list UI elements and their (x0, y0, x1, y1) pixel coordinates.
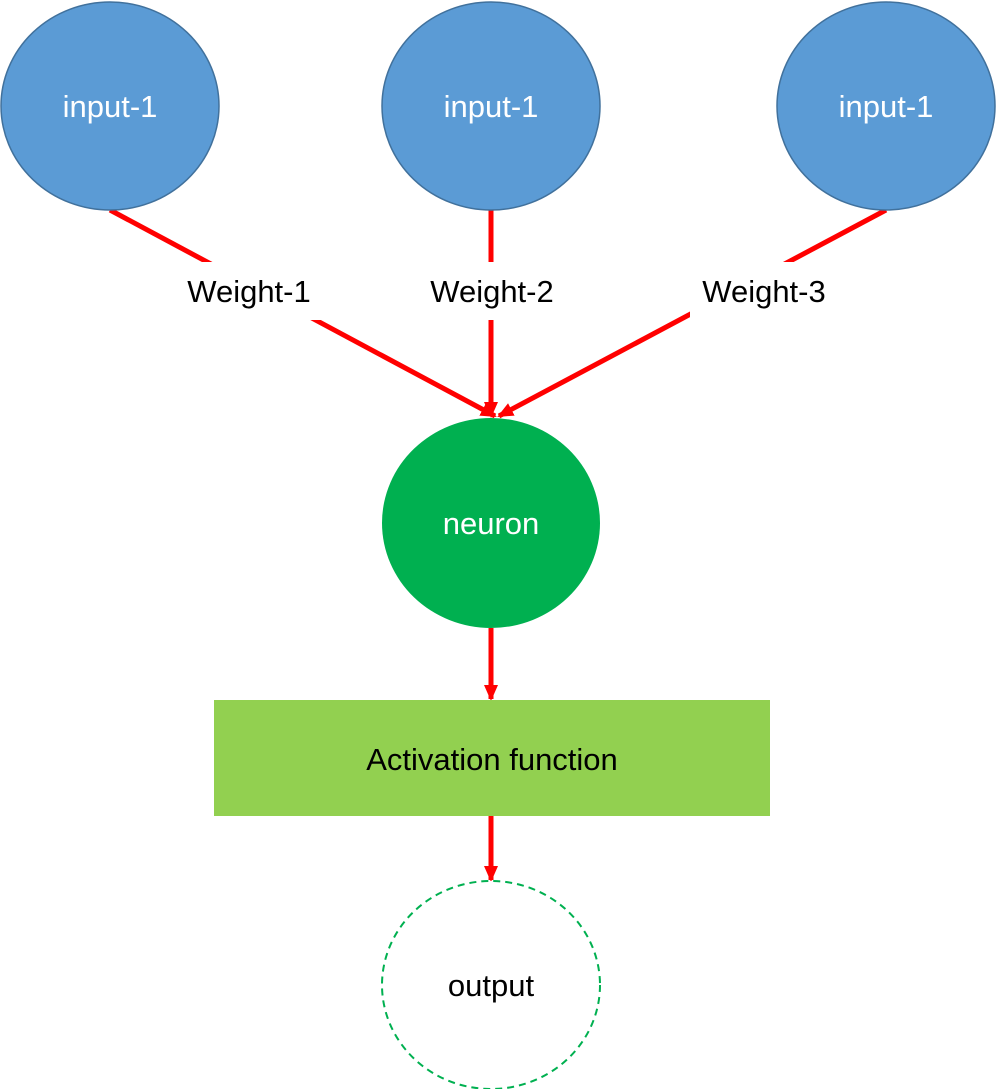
weight-3-label-bg (690, 262, 838, 320)
weight-1-label-bg (175, 262, 323, 320)
input-node-2[interactable]: input-1 (381, 1, 601, 211)
weight-2-label: Weight-2 (430, 274, 554, 309)
activation-function-box[interactable]: Activation function (214, 700, 770, 816)
input-node-2-circle (381, 1, 601, 211)
neuron-label: neuron (443, 506, 540, 541)
input-node-1-label: input-1 (63, 89, 158, 124)
input-node-3-circle (776, 1, 996, 211)
weight-labels: Weight-1 Weight-2 Weight-3 (175, 262, 838, 320)
input-nodes: input-1 input-1 input-1 (0, 1, 996, 211)
output-node[interactable]: output (381, 880, 601, 1089)
output-circle (381, 880, 601, 1089)
neuron-node[interactable]: neuron (382, 418, 600, 628)
output-label: output (448, 968, 535, 1003)
weight-2-label-bg (418, 262, 566, 320)
input-node-1-circle (0, 1, 220, 211)
input-node-3[interactable]: input-1 (776, 1, 996, 211)
weight-1-label: Weight-1 (187, 274, 311, 309)
input-node-1[interactable]: input-1 (0, 1, 220, 211)
activation-function-label: Activation function (366, 742, 618, 777)
neuron-circle (382, 418, 600, 628)
weight-3-label: Weight-3 (702, 274, 826, 309)
activation-function-rect (214, 700, 770, 816)
input-node-2-label: input-1 (444, 89, 539, 124)
input-node-3-label: input-1 (839, 89, 934, 124)
